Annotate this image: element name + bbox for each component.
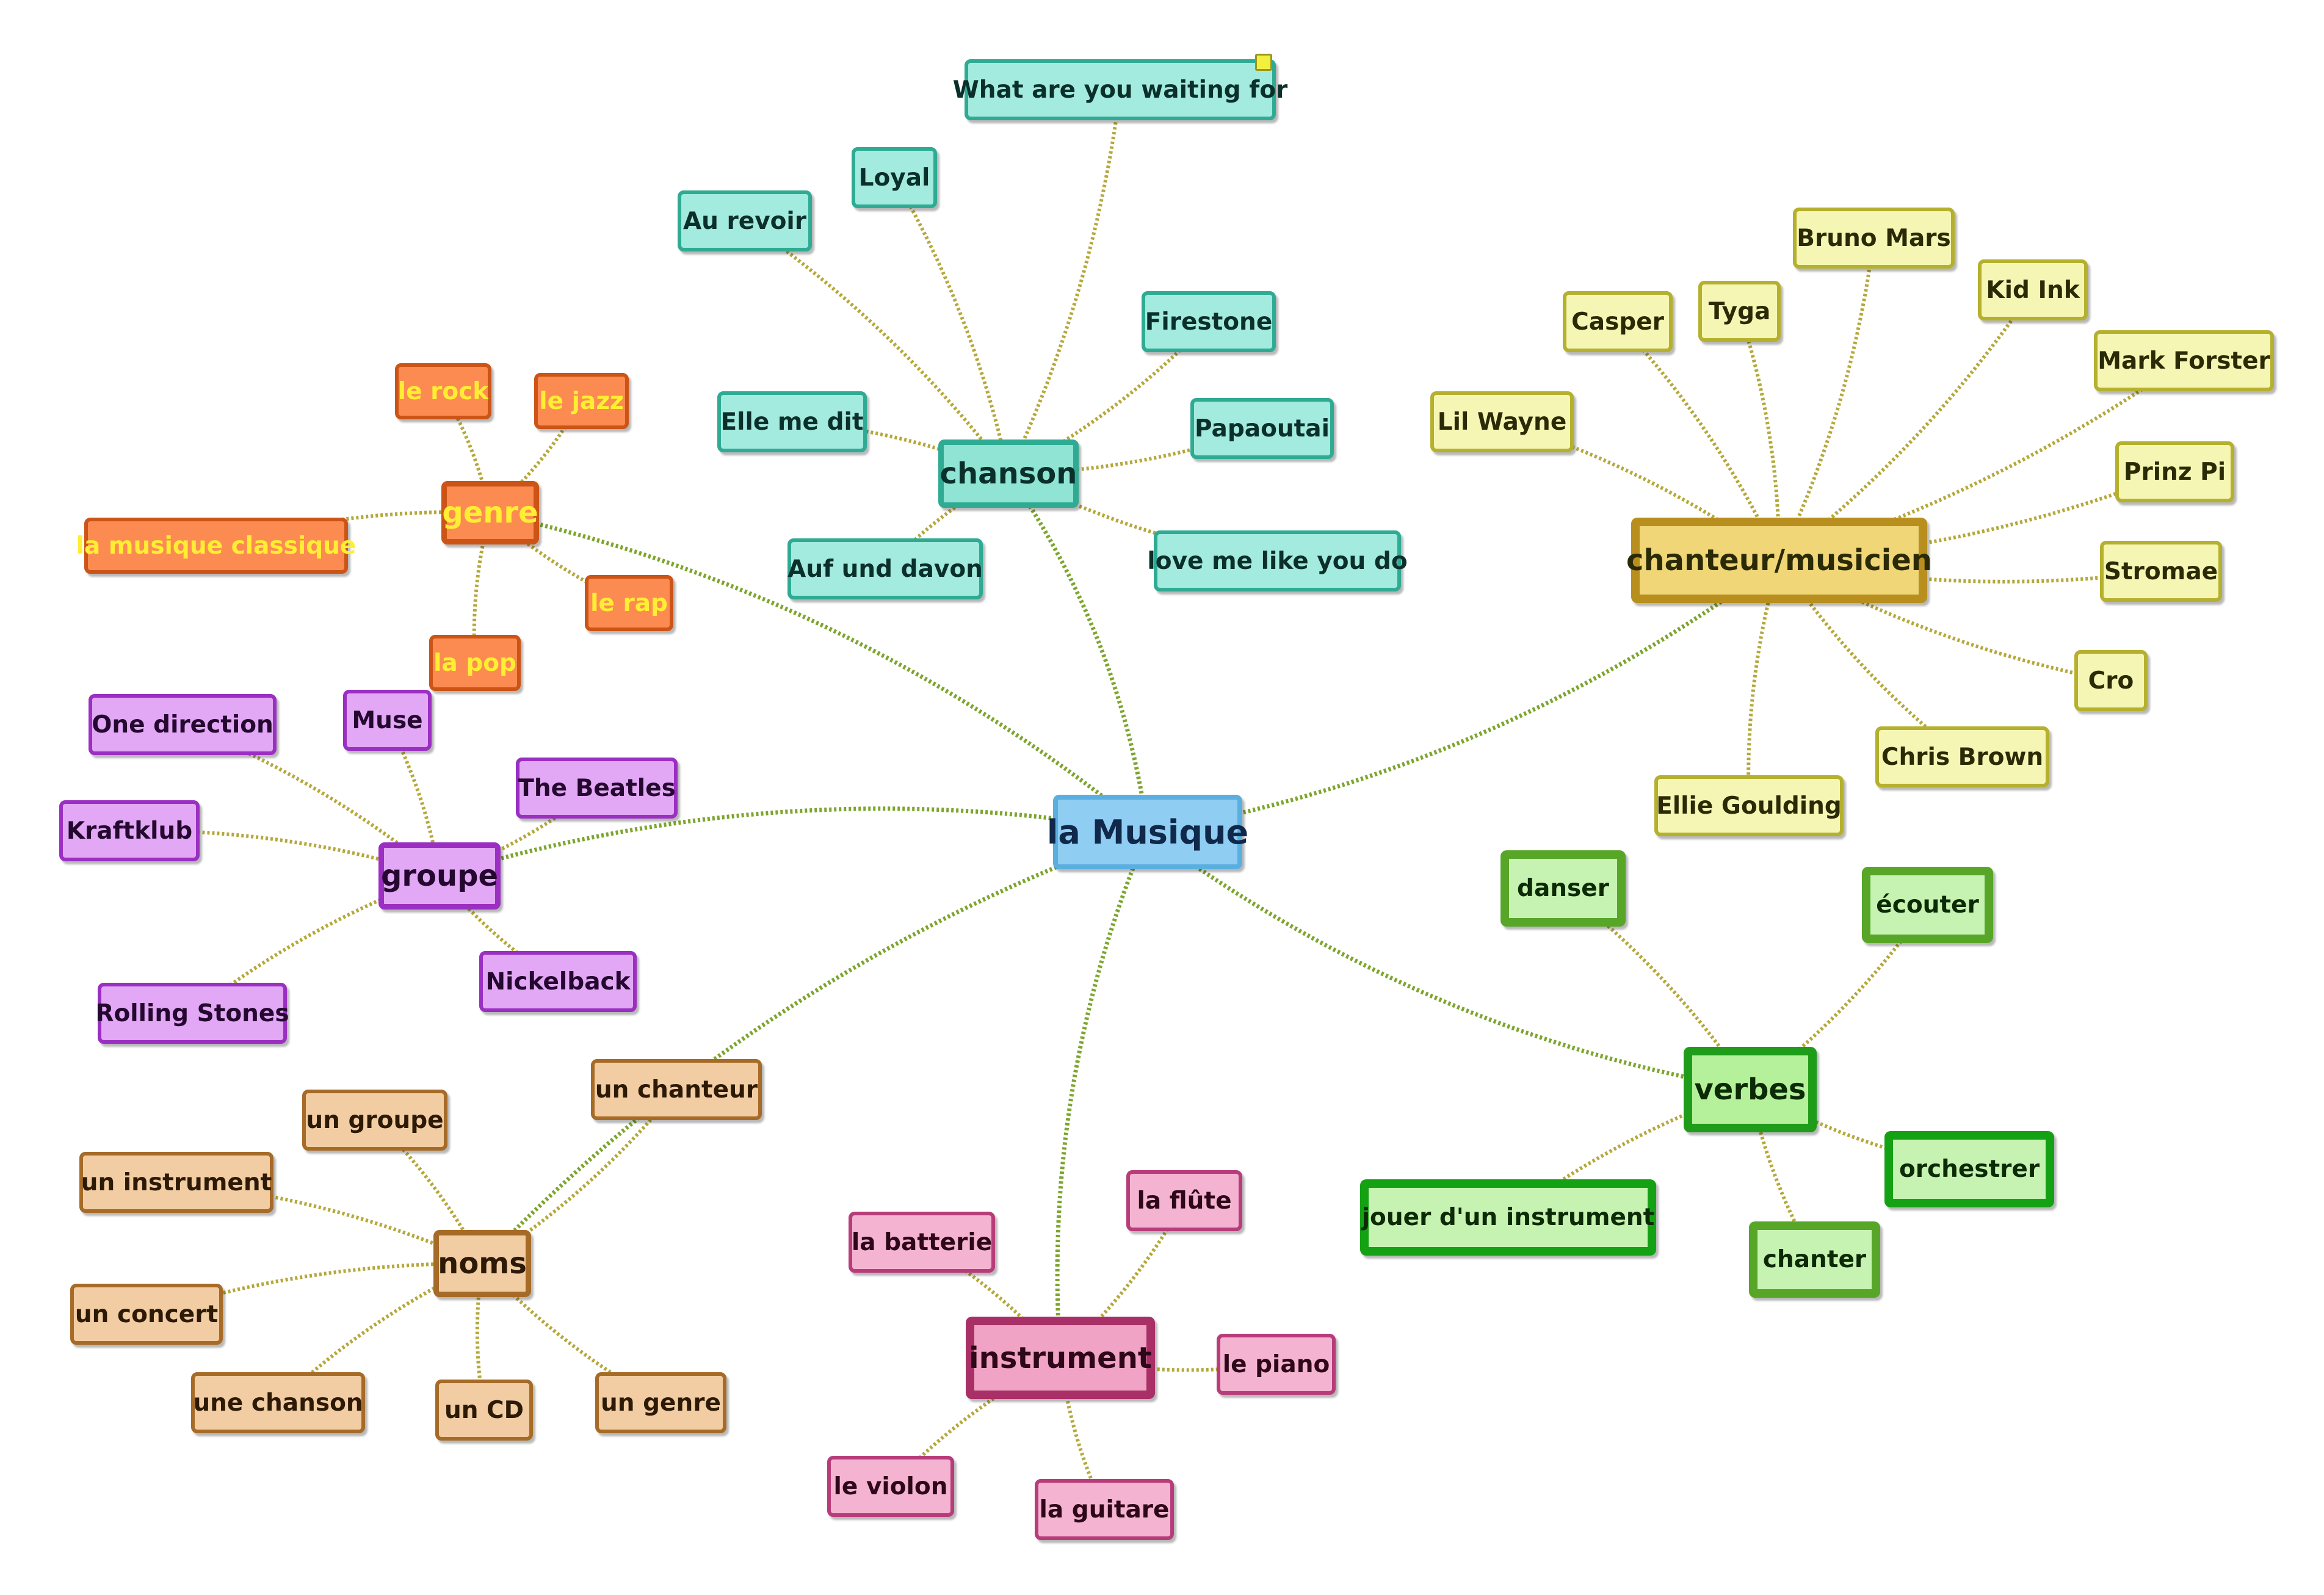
subtopic-chanteur[interactable]: Prinz Pi (2115, 441, 2234, 502)
connector-line (1507, 1088, 1751, 1219)
subtopic-groupe[interactable]: One direction (89, 694, 277, 755)
subtopic-chanteur[interactable]: Cro (2074, 650, 2148, 711)
subtopic-chanteur[interactable]: Chris Brown (1875, 726, 2049, 787)
topic-noms[interactable]: noms (433, 1230, 531, 1297)
subtopic-verbes[interactable]: orchestrer (1884, 1131, 2054, 1207)
topic-verbes[interactable]: verbes (1684, 1047, 1817, 1132)
topic-instrument[interactable]: instrument (966, 1317, 1155, 1399)
subtopic-noms[interactable]: un concert (70, 1284, 223, 1345)
subtopic-instrument[interactable]: la flûte (1126, 1170, 1242, 1231)
subtopic-groupe[interactable]: Kraftklub (59, 800, 200, 861)
central-topic[interactable]: la Musique (1047, 795, 1248, 869)
subtopic-groupe[interactable]: Muse (343, 690, 432, 751)
subtopic-chanson[interactable]: Loyal (852, 147, 937, 208)
connector-line (1060, 1356, 1276, 1372)
subtopic-verbes[interactable]: jouer d'un instrument (1360, 1179, 1656, 1256)
connector-line (1146, 830, 1751, 1092)
subtopic-groupe[interactable]: The Beatles (516, 758, 678, 819)
connector-line (892, 176, 1010, 474)
connector-line (480, 830, 1149, 1265)
subtopic-genre[interactable]: le rock (395, 363, 491, 419)
connector-line (1147, 559, 1781, 834)
subtopic-verbes[interactable]: écouter (1862, 867, 1993, 943)
subtopic-chanteur[interactable]: Tyga (1698, 281, 1781, 342)
connector-line (1007, 472, 1150, 833)
subtopic-chanson[interactable]: love me like you do (1147, 530, 1408, 591)
subtopic-instrument[interactable]: la guitare (1035, 1479, 1174, 1540)
subtopic-noms[interactable]: un groupe (302, 1090, 447, 1151)
subtopic-chanteur[interactable]: Kid Ink (1978, 259, 2088, 320)
topic-chanteur-musicien[interactable]: chanteur/musicien (1626, 518, 1932, 603)
connector-line (1778, 289, 2035, 562)
subtopic-genre[interactable]: la pop (429, 635, 521, 691)
topic-chanson[interactable]: chanson (938, 439, 1079, 508)
subtopic-instrument[interactable]: le piano (1217, 1334, 1336, 1395)
subtopic-groupe[interactable]: Rolling Stones (95, 983, 289, 1044)
subtopic-noms[interactable]: un CD (435, 1380, 533, 1441)
topic-groupe[interactable]: groupe (378, 842, 501, 910)
subtopic-instrument[interactable]: le violon (827, 1456, 954, 1517)
subtopic-genre[interactable]: le jazz (534, 373, 629, 429)
subtopic-chanson[interactable]: Au revoir (678, 190, 812, 251)
connector-line (1055, 831, 1150, 1358)
subtopic-verbes[interactable]: danser (1500, 850, 1626, 927)
subtopic-chanteur[interactable]: Bruno Mars (1793, 208, 1955, 269)
connector-line (1777, 237, 1876, 562)
connector-line (1007, 89, 1122, 475)
connector-line (215, 510, 491, 548)
connector-line (438, 806, 1148, 878)
subtopic-instrument[interactable]: la batterie (849, 1212, 995, 1273)
connector-line (129, 828, 440, 878)
subtopic-genre[interactable]: le rap (585, 575, 673, 631)
subtopic-verbes[interactable]: chanter (1749, 1221, 1880, 1298)
subtopic-noms[interactable]: un chanteur (591, 1059, 762, 1120)
note-marker-icon[interactable] (1255, 54, 1272, 71)
subtopic-chanteur[interactable]: Ellie Goulding (1654, 775, 1844, 836)
subtopic-chanteur[interactable]: Stromae (2100, 541, 2222, 602)
subtopic-chanson[interactable]: Auf und davon (787, 538, 983, 599)
subtopic-noms[interactable]: un genre (595, 1372, 726, 1433)
subtopic-chanteur[interactable]: Casper (1563, 291, 1673, 352)
subtopic-noms[interactable]: un instrument (79, 1152, 273, 1213)
connector-line (277, 1262, 483, 1405)
subtopic-chanson[interactable]: Firestone (1142, 291, 1276, 352)
subtopic-genre[interactable]: la musique classique (76, 518, 356, 574)
subtopic-groupe[interactable]: Nickelback (479, 951, 637, 1012)
connector-line (1747, 560, 1781, 806)
connector-line (1562, 887, 1752, 1091)
subtopic-chanteur[interactable]: Lil Wayne (1430, 391, 1574, 452)
subtopic-noms[interactable]: une chanson (191, 1372, 365, 1433)
subtopic-chanson[interactable]: Papaoutai (1190, 398, 1334, 459)
subtopic-chanson[interactable]: What are you waiting for (953, 59, 1287, 120)
subtopic-chanteur[interactable]: Mark Forster (2094, 330, 2274, 391)
topic-genre[interactable]: genre (441, 481, 539, 544)
subtopic-chanson[interactable]: Elle me dit (717, 391, 867, 452)
